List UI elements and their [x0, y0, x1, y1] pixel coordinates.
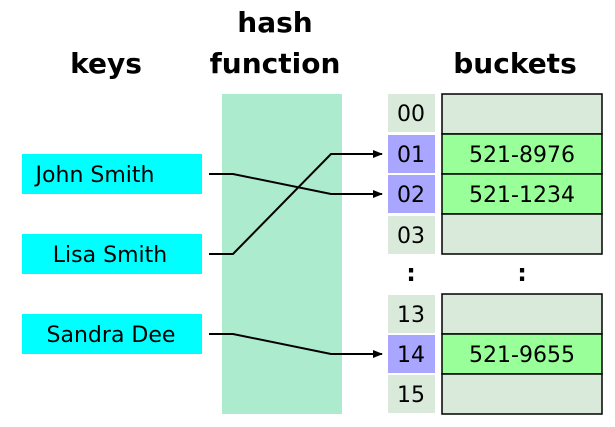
key-label: John Smith: [34, 163, 155, 188]
hash-function-header-line2: function: [210, 47, 341, 80]
bucket-cell: [441, 373, 603, 415]
key-box: Lisa Smith: [22, 234, 202, 274]
key-label: Sandra Dee: [47, 323, 176, 348]
key-box: John Smith: [22, 154, 202, 194]
key-label: Lisa Smith: [53, 243, 167, 268]
bucket-cell: [441, 213, 603, 255]
index-label: 13: [397, 303, 425, 328]
bucket-cell: 521-8976: [441, 133, 603, 175]
index-cell: 02: [388, 175, 435, 213]
index-cell: 01: [388, 135, 435, 173]
index-label: 03: [397, 224, 425, 249]
bucket-ellipsis: :: [517, 259, 527, 287]
bucket-value: 521-8976: [469, 143, 575, 168]
index-ellipsis: :: [406, 259, 416, 287]
bucket-value: 521-9655: [469, 343, 575, 368]
bucket-value: 521-1234: [469, 183, 575, 208]
keys-header: keys: [70, 47, 142, 80]
mapping-arrow: [209, 150, 383, 255]
hash-function-header-line1: hash: [237, 6, 312, 39]
index-cell: 14: [388, 335, 435, 373]
index-cell: 13: [388, 295, 435, 333]
index-label: 02: [397, 183, 425, 208]
mapping-arrow: [209, 173, 383, 198]
index-cell: 00: [388, 94, 435, 132]
index-cell: 15: [388, 375, 435, 413]
bucket-cell: 521-1234: [441, 173, 603, 215]
key-box: Sandra Dee: [22, 314, 202, 354]
bucket-cell: [441, 293, 603, 335]
hash-function-band: [222, 94, 342, 414]
index-label: 14: [397, 343, 425, 368]
bucket-cell: [441, 93, 603, 135]
index-label: 01: [397, 143, 425, 168]
index-label: 00: [397, 102, 425, 127]
bucket-cell: 521-9655: [441, 333, 603, 375]
buckets-header: buckets: [453, 47, 576, 80]
mapping-arrow: [209, 333, 383, 358]
index-cell: 03: [388, 216, 435, 254]
index-label: 15: [397, 383, 425, 408]
